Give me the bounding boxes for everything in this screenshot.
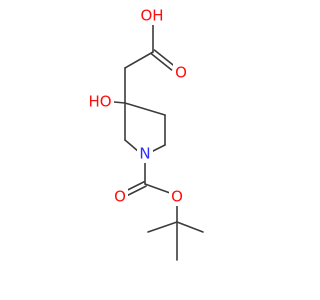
atom-acid-oh: OH (140, 7, 164, 25)
atom-labels: OH O HO N O O (86, 7, 189, 206)
atom-ester-o: O (169, 188, 185, 206)
bond-carbonyl-ester-o (144, 183, 171, 194)
atom-carbamate-carbonyl-o: O (112, 188, 128, 206)
bond-acid-carbonyl-a (150, 53, 173, 71)
bond-carbamate-carbonyl-a (125, 181, 145, 192)
bond-c3-hydroxyl (113, 101, 126, 104)
atom-acid-carbonyl-o: O (173, 64, 189, 82)
bonds (113, 24, 204, 261)
molecule-structure-diagram: OH O HO N O O (86, 6, 204, 261)
atom-acid-carbonyl-o-label: O (175, 64, 187, 82)
atom-hydroxyl-label: HO (88, 93, 111, 111)
atom-ring-nitrogen: N (137, 145, 153, 163)
bond-c5-n (150, 144, 166, 153)
atom-acid-oh-label: OH (140, 7, 163, 25)
atom-hydroxyl: HO (86, 93, 114, 111)
atom-carbamate-carbonyl-o-label: O (114, 188, 126, 206)
bond-acid-carbonyl-b (153, 49, 176, 67)
bond-c3-c4 (124, 102, 166, 116)
atom-ester-o-label: O (171, 188, 183, 206)
bond-tbu-methyl-left (147, 221, 178, 233)
atom-ring-nitrogen-label: N (139, 145, 150, 163)
bond-c2-n (124, 139, 140, 153)
bond-carbamate-carbonyl-b (127, 185, 147, 196)
bond-tbu-methyl-right (176, 221, 204, 233)
bond-acid-ch2 (124, 51, 154, 69)
